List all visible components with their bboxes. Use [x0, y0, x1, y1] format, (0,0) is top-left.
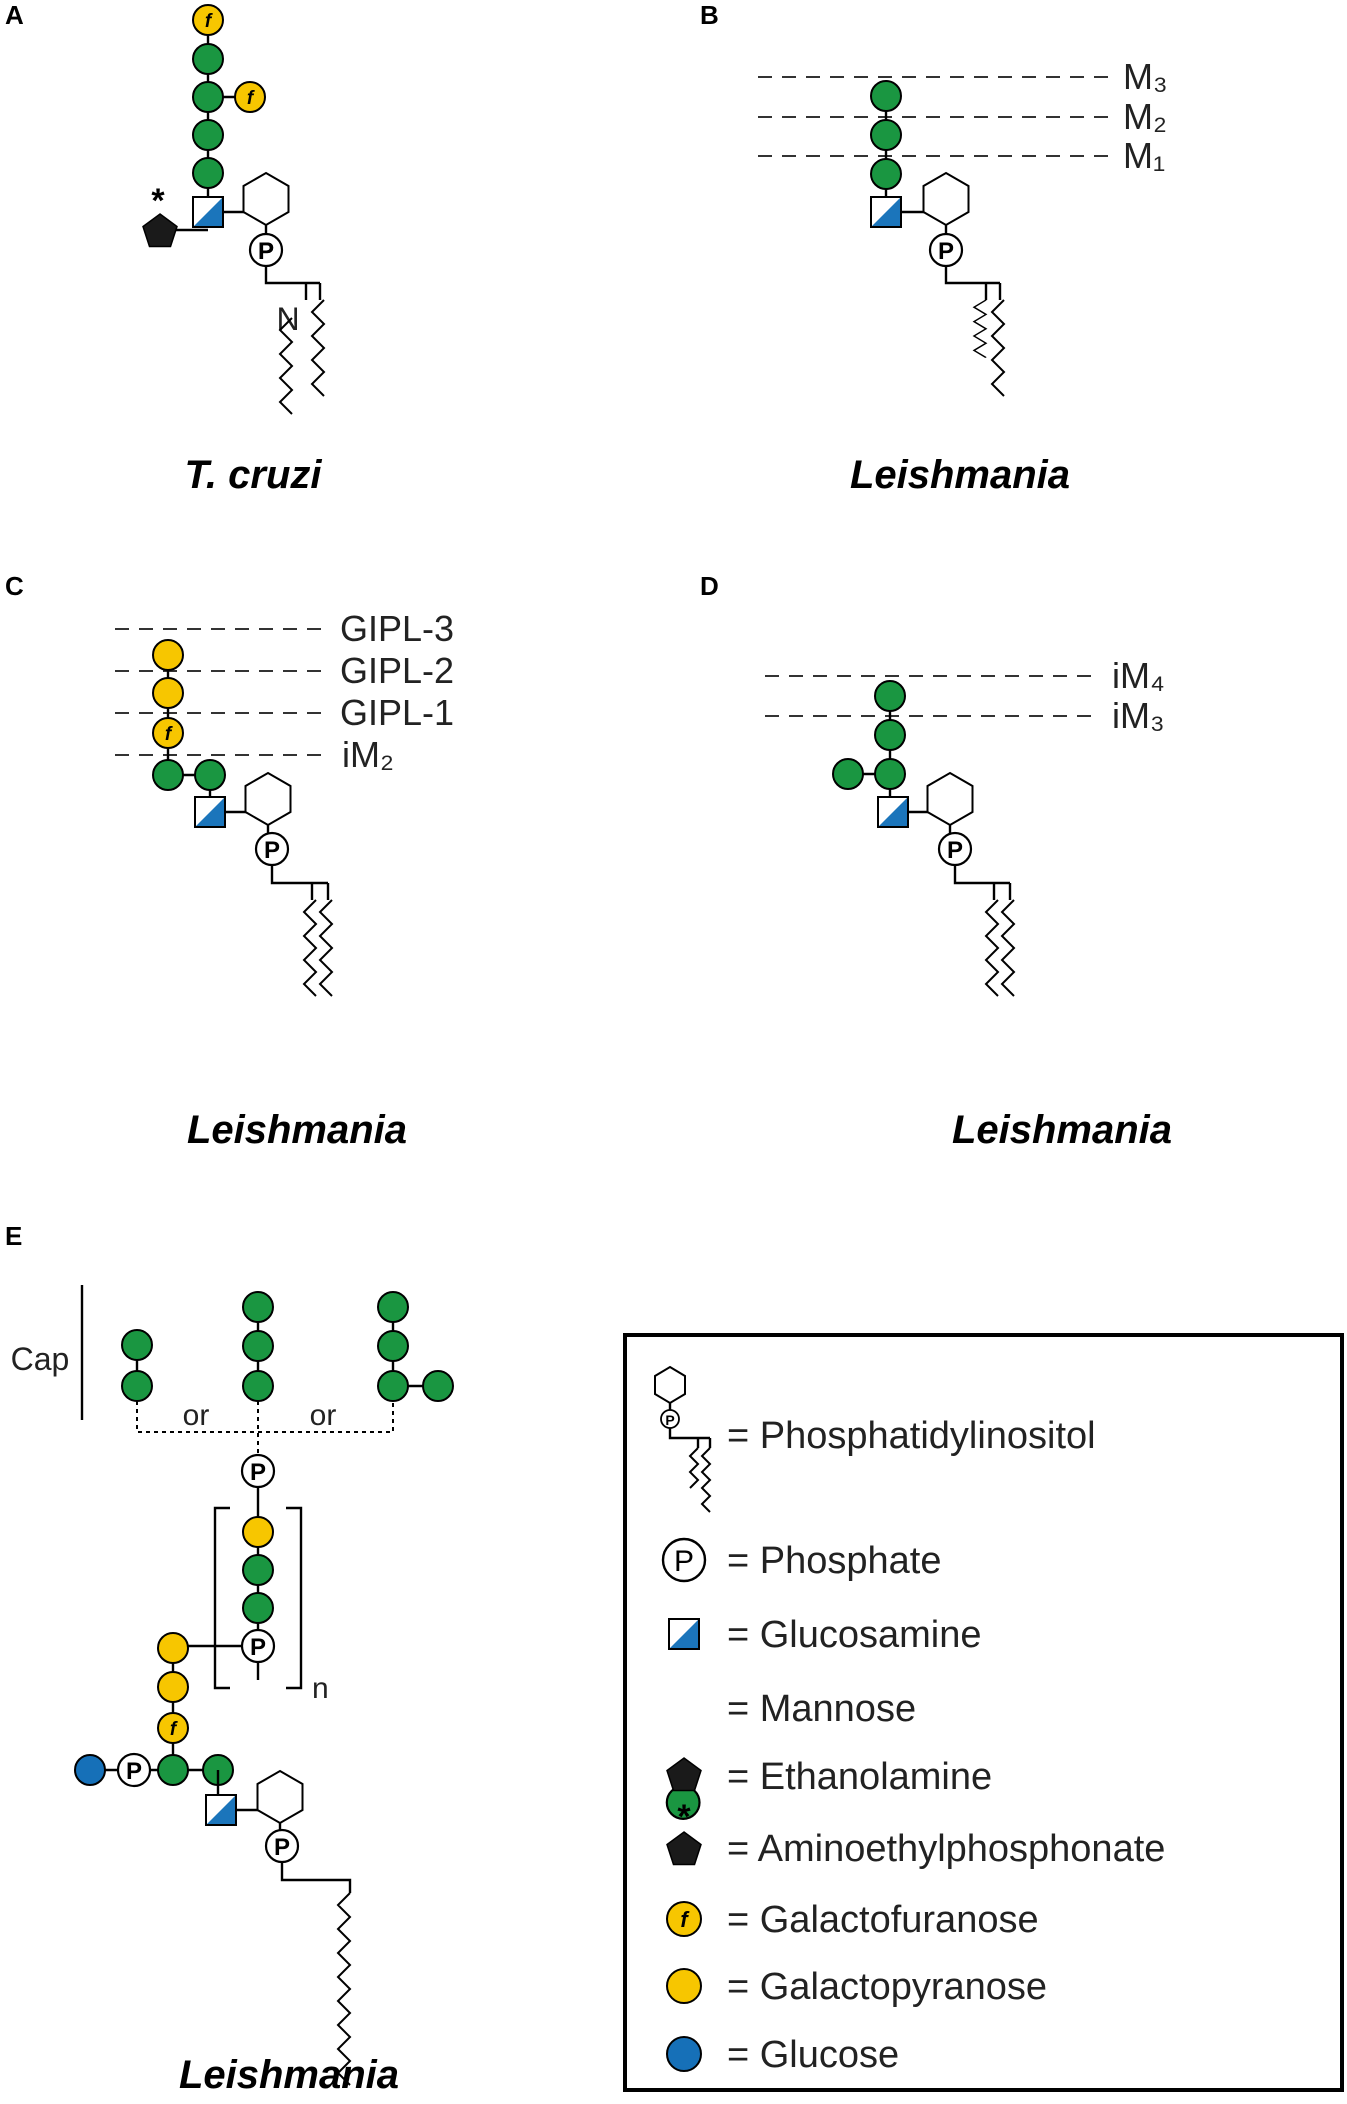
- or-label-1: or: [183, 1399, 210, 1432]
- panel-b-label: B: [700, 0, 719, 30]
- panel-b: B M₃ M₂ M₁ Leishmania: [700, 0, 1168, 497]
- legend-phosphatidylinositol: = Phosphatidylinositol: [727, 1415, 1096, 1457]
- legend: P = Phosphatidylinositol P = Phosphate =…: [625, 1335, 1342, 2090]
- caption-b: Leishmania: [850, 453, 1070, 497]
- legend-asterisk: *: [677, 1798, 691, 1836]
- legend-phosphate-letter: P: [674, 1545, 694, 1578]
- level-gipl2: GIPL-2: [340, 650, 454, 691]
- caption-c: Leishmania: [187, 1108, 407, 1152]
- panel-d-label: D: [700, 571, 719, 601]
- cap-label: Cap: [11, 1341, 70, 1377]
- level-gipl3: GIPL-3: [340, 608, 454, 649]
- level-m3: M₃: [1123, 56, 1168, 97]
- glucose-icon: [667, 2037, 701, 2071]
- galactofuranose-icon: f: [667, 1902, 701, 1936]
- phosphate-icon: P: [663, 1539, 705, 1581]
- legend-phosphate: = Phosphate: [727, 1540, 941, 1582]
- legend-ethanolamine: = Ethanolamine: [727, 1756, 992, 1798]
- level-im2: iM₂: [342, 734, 394, 775]
- level-im4: iM₄: [1112, 655, 1165, 696]
- legend-galactopyranose: = Galactopyranose: [727, 1966, 1047, 2008]
- panel-c: C GIPL-3 GIPL-2 GIPL-1 iM₂ Leishmania: [5, 571, 454, 1152]
- caption-d: Leishmania: [952, 1108, 1172, 1152]
- or-label-2: or: [310, 1399, 337, 1432]
- panel-a: A * P N T. cruzi: [5, 0, 324, 497]
- asterisk-a: *: [151, 182, 165, 220]
- level-m2: M₂: [1123, 96, 1167, 137]
- repeat-n-label: n: [312, 1672, 329, 1705]
- legend-glucosamine: = Glucosamine: [727, 1614, 982, 1656]
- pi-phosphate-letter: P: [665, 1412, 674, 1428]
- phosphate-label-a: P: [258, 238, 274, 265]
- legend-aminoethylphosphonate: = Aminoethylphosphonate: [727, 1828, 1165, 1870]
- panel-e: E Cap or or n: [5, 1221, 453, 2097]
- caption-e: Leishmania: [179, 2053, 399, 2097]
- glucosamine-icon: [669, 1619, 699, 1649]
- level-im3: iM₃: [1112, 695, 1165, 736]
- panel-c-label: C: [5, 571, 24, 601]
- legend-glucose: = Glucose: [727, 2034, 899, 2076]
- panel-e-label: E: [5, 1221, 22, 1251]
- nitrogen-label: N: [276, 301, 299, 337]
- legend-mannose: = Mannose: [727, 1688, 916, 1730]
- level-m1: M₁: [1123, 135, 1165, 176]
- caption-a: T. cruzi: [184, 453, 322, 497]
- panel-a-label: A: [5, 0, 24, 30]
- panel-d: D iM₄ iM₃ Leishmania: [700, 571, 1172, 1152]
- level-gipl1: GIPL-1: [340, 692, 454, 733]
- legend-galactofuranose: = Galactofuranose: [727, 1899, 1039, 1941]
- galactopyranose-icon: [667, 1969, 701, 2003]
